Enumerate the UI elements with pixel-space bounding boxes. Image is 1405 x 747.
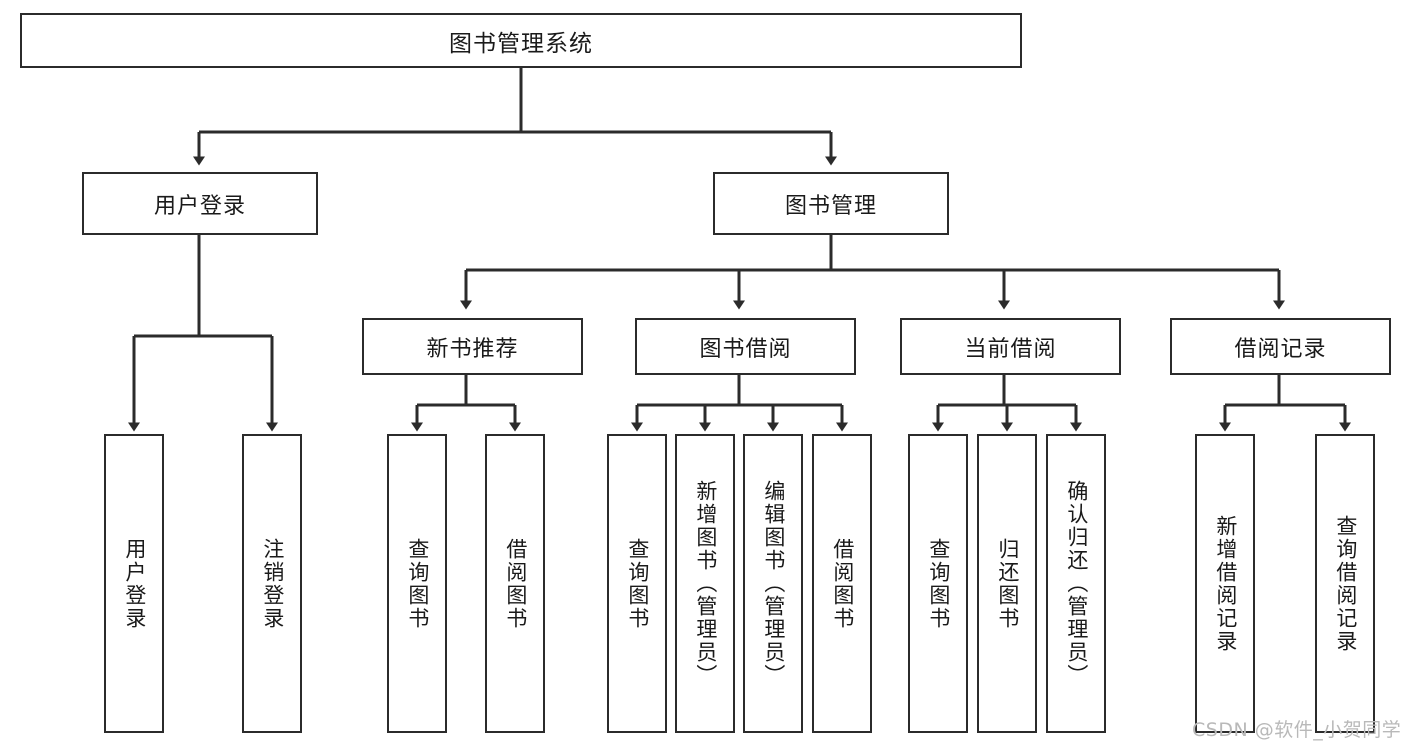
- leaf-label: 归还图书: [995, 537, 1020, 630]
- leaf-label: 查询借阅记录: [1333, 514, 1358, 653]
- node-new-book-recommend[interactable]: 新书推荐: [362, 318, 583, 375]
- node-book-management[interactable]: 图书管理: [713, 172, 949, 235]
- node-root-system[interactable]: 图书管理系统: [20, 13, 1022, 68]
- leaf-cb-confirm-return-admin[interactable]: 确认归还（管理员）: [1046, 434, 1106, 733]
- leaf-label: 用户登录: [122, 537, 147, 630]
- leaf-user-login-signout[interactable]: 注销登录: [242, 434, 302, 733]
- leaf-bb-edit-book-admin[interactable]: 编辑图书（管理员）: [743, 434, 803, 733]
- leaf-label: 借阅图书: [503, 537, 528, 630]
- leaf-bb-add-book-admin[interactable]: 新增图书（管理员）: [675, 434, 735, 733]
- leaf-label: 编辑图书（管理员）: [761, 480, 786, 687]
- leaf-br-query-record[interactable]: 查询借阅记录: [1315, 434, 1375, 733]
- leaf-cb-query-book[interactable]: 查询图书: [908, 434, 968, 733]
- leaf-label: 查询图书: [405, 537, 430, 630]
- leaf-br-add-record[interactable]: 新增借阅记录: [1195, 434, 1255, 733]
- node-current-borrow[interactable]: 当前借阅: [900, 318, 1121, 375]
- leaf-label: 借阅图书: [830, 537, 855, 630]
- leaf-label: 查询图书: [926, 537, 951, 630]
- leaf-label: 新增借阅记录: [1213, 514, 1238, 653]
- leaf-label: 注销登录: [260, 537, 285, 630]
- node-borrow-record[interactable]: 借阅记录: [1170, 318, 1391, 375]
- leaf-bb-borrow-book[interactable]: 借阅图书: [812, 434, 872, 733]
- leaf-bb-query-book[interactable]: 查询图书: [607, 434, 667, 733]
- leaf-nbr-query-book[interactable]: 查询图书: [387, 434, 447, 733]
- leaf-label: 确认归还（管理员）: [1064, 480, 1089, 687]
- leaf-user-login-signin[interactable]: 用户登录: [104, 434, 164, 733]
- leaf-label: 新增图书（管理员）: [693, 480, 718, 687]
- leaf-label: 查询图书: [625, 537, 650, 630]
- node-book-borrow[interactable]: 图书借阅: [635, 318, 856, 375]
- leaf-cb-return-book[interactable]: 归还图书: [977, 434, 1037, 733]
- leaf-nbr-borrow-book[interactable]: 借阅图书: [485, 434, 545, 733]
- node-user-login[interactable]: 用户登录: [82, 172, 318, 235]
